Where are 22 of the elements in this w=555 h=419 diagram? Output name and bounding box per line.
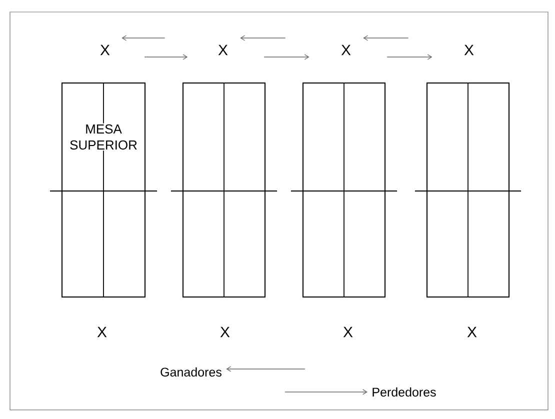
legend-text: Ganadores bbox=[160, 367, 222, 377]
player-mark: X bbox=[218, 44, 228, 56]
table-drawing: MESA SUPERIOR bbox=[50, 82, 158, 298]
player-mark: X bbox=[100, 44, 110, 56]
arrow bbox=[284, 389, 368, 395]
player-mark: X bbox=[464, 44, 474, 56]
table-drawing bbox=[414, 82, 522, 298]
table-drawing bbox=[170, 82, 278, 298]
arrow bbox=[264, 54, 310, 60]
player-mark: X bbox=[343, 326, 353, 338]
legend-text: Perdedores bbox=[372, 387, 436, 397]
player-mark: X bbox=[97, 326, 107, 338]
arrow bbox=[122, 35, 166, 41]
player-mark: X bbox=[220, 326, 230, 338]
table-drawing bbox=[290, 82, 398, 298]
arrow bbox=[363, 35, 409, 41]
arrow bbox=[226, 366, 306, 372]
arrow bbox=[386, 54, 432, 60]
player-mark: X bbox=[467, 326, 477, 338]
player-mark: X bbox=[341, 44, 351, 56]
arrow bbox=[240, 35, 286, 41]
arrow bbox=[144, 54, 188, 60]
